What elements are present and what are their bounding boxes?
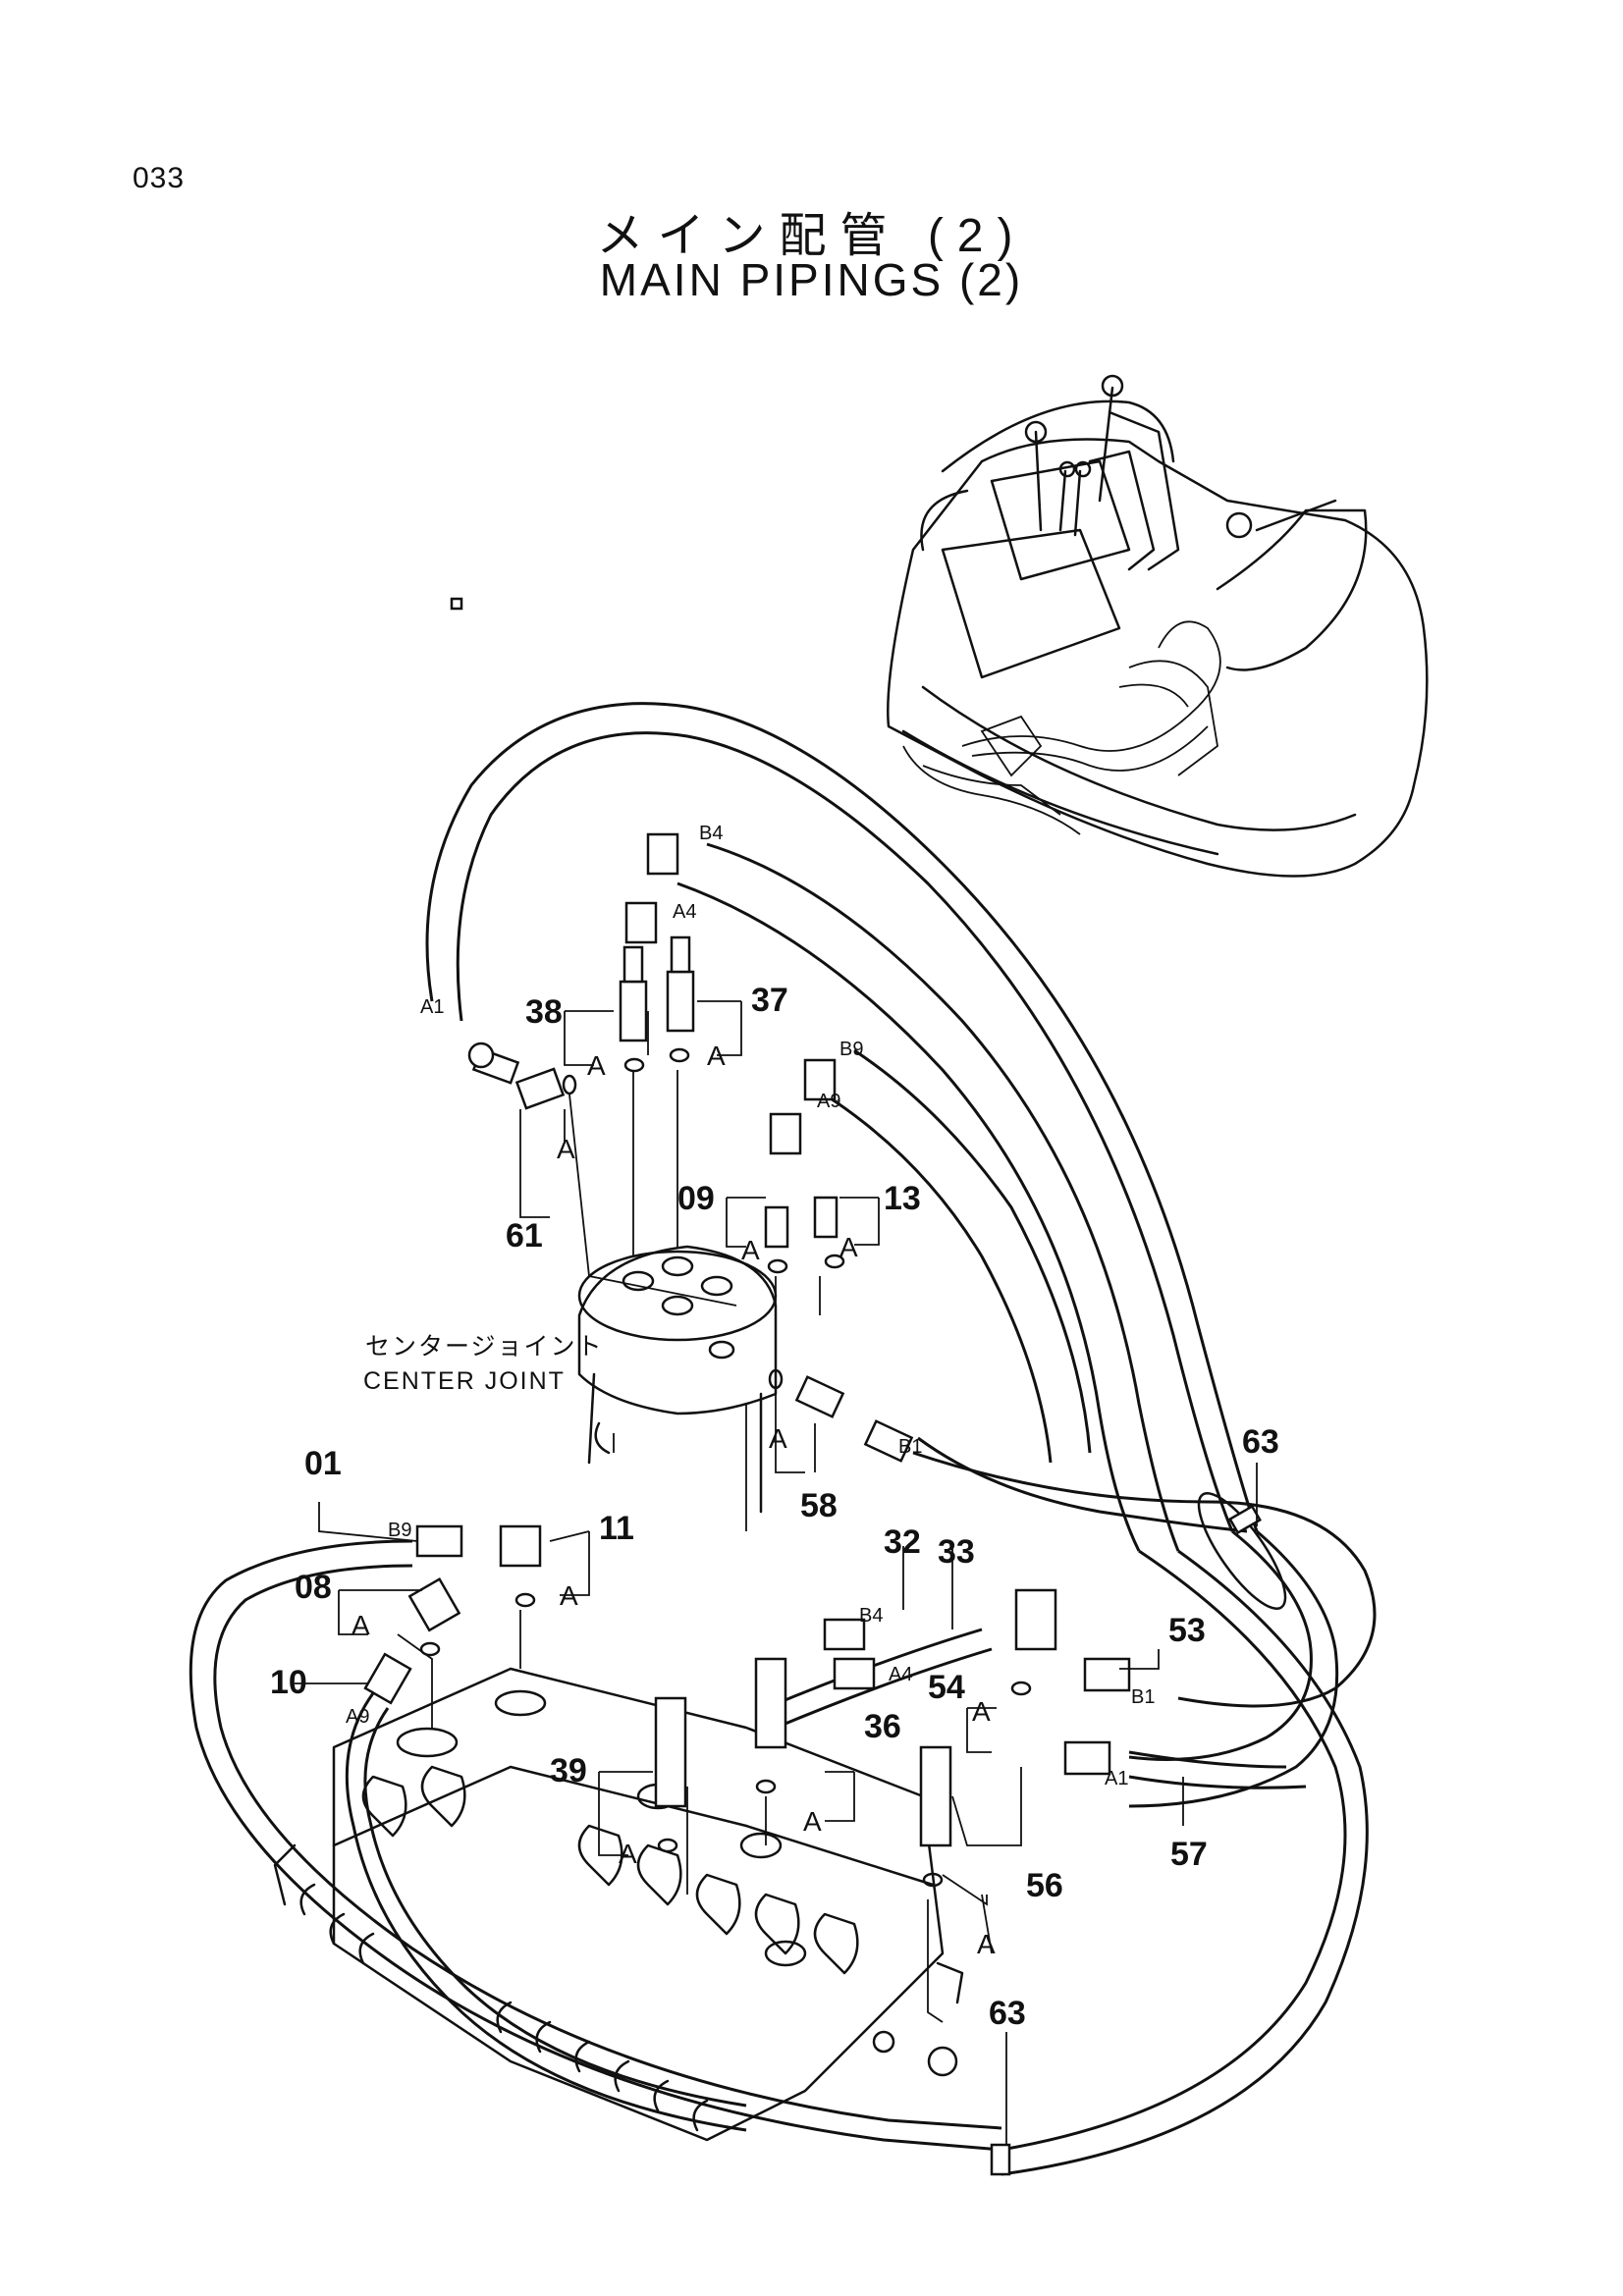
callout-53: 53 bbox=[1168, 1612, 1206, 1649]
callout-08: 08 bbox=[295, 1569, 332, 1606]
port-b9-cv: B9 bbox=[388, 1520, 411, 1541]
machine-overview-illustration bbox=[887, 374, 1429, 878]
callout-58: 56 bbox=[1026, 1867, 1063, 1904]
port-a4-cj: A4 bbox=[673, 901, 696, 923]
fittings bbox=[363, 597, 1131, 1888]
port-labels: B4 A4 A1 B9 A9 B1 B9 A9 B4 A4 B1 A1 bbox=[346, 823, 1155, 1789]
callout-13: 13 bbox=[884, 1180, 921, 1217]
port-a1-cj: A1 bbox=[420, 996, 444, 1018]
callout-54: 54 bbox=[928, 1669, 965, 1706]
control-valve bbox=[273, 1667, 964, 2142]
port-b1-cv: B1 bbox=[1131, 1686, 1155, 1708]
port-b4-cv: B4 bbox=[859, 1605, 883, 1627]
hose-bundle bbox=[189, 702, 1377, 2176]
callout-32: 32 bbox=[884, 1523, 921, 1561]
hose-clamp-63 bbox=[990, 1492, 1287, 2176]
center-joint-label-en: CENTER JOINT bbox=[363, 1367, 566, 1395]
callout-01: 01 bbox=[304, 1445, 342, 1482]
callout-63-lower: 63 bbox=[989, 1995, 1026, 2032]
page-title-jp: メイン配管 (2) bbox=[596, 210, 1027, 262]
port-b4-cj: B4 bbox=[699, 823, 723, 844]
leader-lines bbox=[295, 1000, 1258, 2145]
section-a-11: A bbox=[560, 1580, 578, 1611]
section-a-36: A bbox=[803, 1806, 822, 1837]
port-a4-cv: A4 bbox=[889, 1664, 912, 1685]
section-a-13: A bbox=[839, 1232, 858, 1262]
port-b1-cj: B1 bbox=[898, 1436, 922, 1458]
callout-36: 36 bbox=[864, 1708, 901, 1745]
callout-63-upper: 63 bbox=[1242, 1423, 1279, 1461]
section-a-56: A bbox=[769, 1423, 787, 1454]
callout-57: 57 bbox=[1170, 1836, 1208, 1873]
section-a-39: A bbox=[587, 1050, 606, 1081]
callout-11: 11 bbox=[599, 1510, 634, 1547]
section-a-58: A bbox=[977, 1929, 996, 1959]
port-a9-cj: A9 bbox=[817, 1091, 840, 1112]
callout-38: 39 bbox=[550, 1752, 587, 1789]
section-marks: A A A A A A A A A A A A bbox=[352, 1041, 996, 1959]
section-a-61: A bbox=[557, 1134, 575, 1164]
callout-37: 37 bbox=[751, 982, 788, 1019]
center-joint bbox=[577, 1245, 778, 1531]
callout-33: 33 bbox=[938, 1533, 975, 1571]
center-joint-label: センタージョイント CENTER JOINT bbox=[363, 1333, 604, 1395]
page-number: 033 bbox=[133, 162, 186, 194]
callout-61: 61 bbox=[506, 1217, 543, 1255]
port-a1-cv: A1 bbox=[1105, 1768, 1128, 1789]
center-joint-label-jp: センタージョイント bbox=[365, 1333, 604, 1361]
port-a9-cv: A9 bbox=[346, 1706, 369, 1728]
section-a-38: A bbox=[619, 1839, 637, 1869]
section-a-37: A bbox=[707, 1041, 726, 1071]
callout-39: 38 bbox=[525, 993, 563, 1031]
section-a-09: A bbox=[741, 1235, 760, 1265]
port-b9-cj: B9 bbox=[839, 1039, 863, 1060]
callout-56: 58 bbox=[800, 1487, 838, 1524]
section-a-08: A bbox=[352, 1610, 370, 1640]
part-callouts: 38 37 61 09 13 58 01 11 08 10 32 33 36 3… bbox=[270, 982, 1279, 2032]
callout-10: 10 bbox=[270, 1664, 307, 1701]
page-title-en: MAIN PIPINGS (2) bbox=[599, 254, 1024, 305]
callout-09: 09 bbox=[677, 1180, 715, 1217]
section-a-54: A bbox=[972, 1696, 991, 1727]
